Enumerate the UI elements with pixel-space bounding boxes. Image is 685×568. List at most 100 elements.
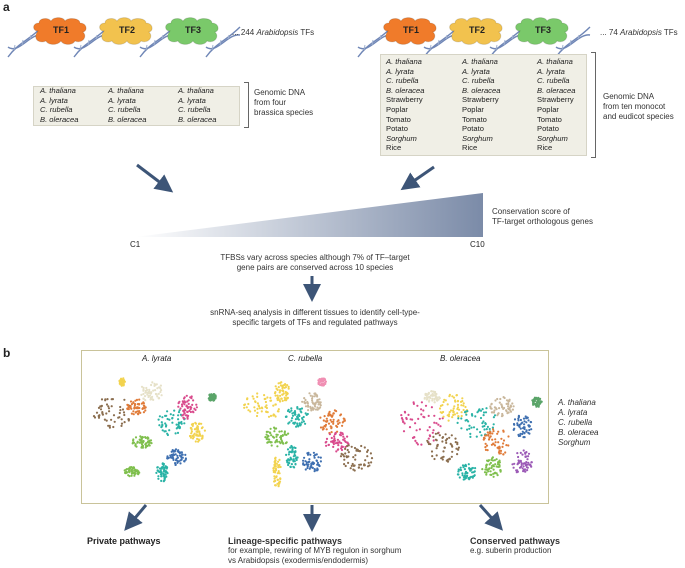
umap-point (519, 418, 522, 422)
umap-point (305, 463, 308, 466)
umap-point (352, 456, 355, 459)
umap-point (481, 468, 484, 471)
umap-point (343, 463, 346, 466)
umap-point (160, 467, 163, 470)
umap-point (519, 451, 522, 454)
umap-point (311, 466, 314, 469)
umap-point (447, 415, 451, 418)
umap-point (453, 405, 456, 408)
umap-point (513, 427, 516, 430)
umap-point (287, 385, 290, 388)
umap-point (176, 454, 179, 457)
umap-point (464, 470, 468, 473)
umap-point (289, 456, 292, 459)
umap-point (293, 422, 296, 425)
umap-point (484, 446, 487, 449)
umap-point (492, 468, 495, 471)
umap-point (488, 467, 491, 470)
umap-point (463, 474, 466, 477)
umap-point (177, 421, 180, 424)
umap-point (266, 430, 269, 433)
umap-point (493, 409, 496, 412)
umap-point (340, 442, 343, 445)
umap-point (269, 396, 272, 399)
umap-point (144, 399, 147, 402)
umap-point (350, 445, 353, 448)
umap-point (302, 459, 305, 462)
umap-point (522, 417, 526, 420)
umap-point (157, 397, 160, 400)
umap-point (439, 411, 442, 414)
umap-point (158, 467, 162, 470)
umap-point (146, 436, 149, 439)
umap-point (164, 470, 167, 473)
umap-point (132, 401, 135, 404)
umap-point (509, 409, 512, 412)
umap-point (141, 446, 144, 449)
umap-point (312, 462, 315, 465)
umap-point (268, 440, 272, 443)
umap-point (150, 383, 153, 387)
species-name: C. rubella (386, 76, 419, 86)
umap-point (480, 434, 483, 437)
umap-point (456, 407, 459, 411)
umap-point (313, 456, 316, 459)
umap-point (302, 420, 305, 423)
umap-point (427, 442, 430, 446)
umap-point (144, 391, 147, 394)
umap-point (516, 463, 519, 466)
left-species-box (33, 86, 240, 126)
umap-point (148, 439, 151, 442)
umap-point (200, 422, 203, 425)
umap-point (148, 388, 151, 391)
umap-point (186, 400, 189, 403)
umap-point (308, 467, 311, 470)
umap-point (277, 460, 280, 463)
umap-point (489, 470, 492, 473)
umap-point (148, 394, 151, 397)
umap-point (483, 428, 486, 431)
umap-point (513, 418, 517, 421)
umap-point (313, 403, 316, 406)
umap-point (460, 414, 463, 418)
umap-point (415, 429, 418, 432)
umap-point (494, 399, 497, 402)
umap-point (485, 444, 489, 447)
umap-point (505, 444, 508, 447)
umap-point (491, 464, 494, 467)
umap-point (456, 448, 459, 451)
umap-point (169, 413, 172, 416)
umap-point (110, 405, 113, 408)
umap-point (192, 435, 195, 439)
umap-point (498, 407, 501, 410)
umap-point (281, 399, 284, 402)
umap-point (507, 411, 510, 414)
umap-point (297, 425, 300, 428)
umap-point (456, 403, 460, 406)
umap-point (190, 397, 193, 400)
umap-point (339, 434, 343, 437)
umap-point (433, 398, 436, 401)
umap-point (449, 409, 453, 412)
umap-point (537, 399, 540, 402)
umap-point (471, 466, 474, 470)
umap-point (319, 404, 322, 407)
umap-point (432, 435, 435, 438)
umap-point (105, 403, 109, 406)
umap-point (520, 463, 523, 466)
umap-point (462, 404, 465, 407)
umap-point (319, 460, 322, 463)
umap-point (285, 399, 288, 402)
umap-point (479, 409, 483, 412)
umap-point (465, 418, 468, 422)
umap-point (439, 425, 442, 428)
umap-point (451, 395, 454, 398)
umap-point (366, 450, 369, 453)
umap-point (201, 426, 204, 429)
umap-point (286, 384, 289, 387)
conservation-gradient (135, 193, 483, 237)
umap-point (335, 450, 338, 453)
umap-point (332, 420, 335, 423)
umap-point (468, 427, 471, 430)
umap-point (296, 422, 299, 425)
